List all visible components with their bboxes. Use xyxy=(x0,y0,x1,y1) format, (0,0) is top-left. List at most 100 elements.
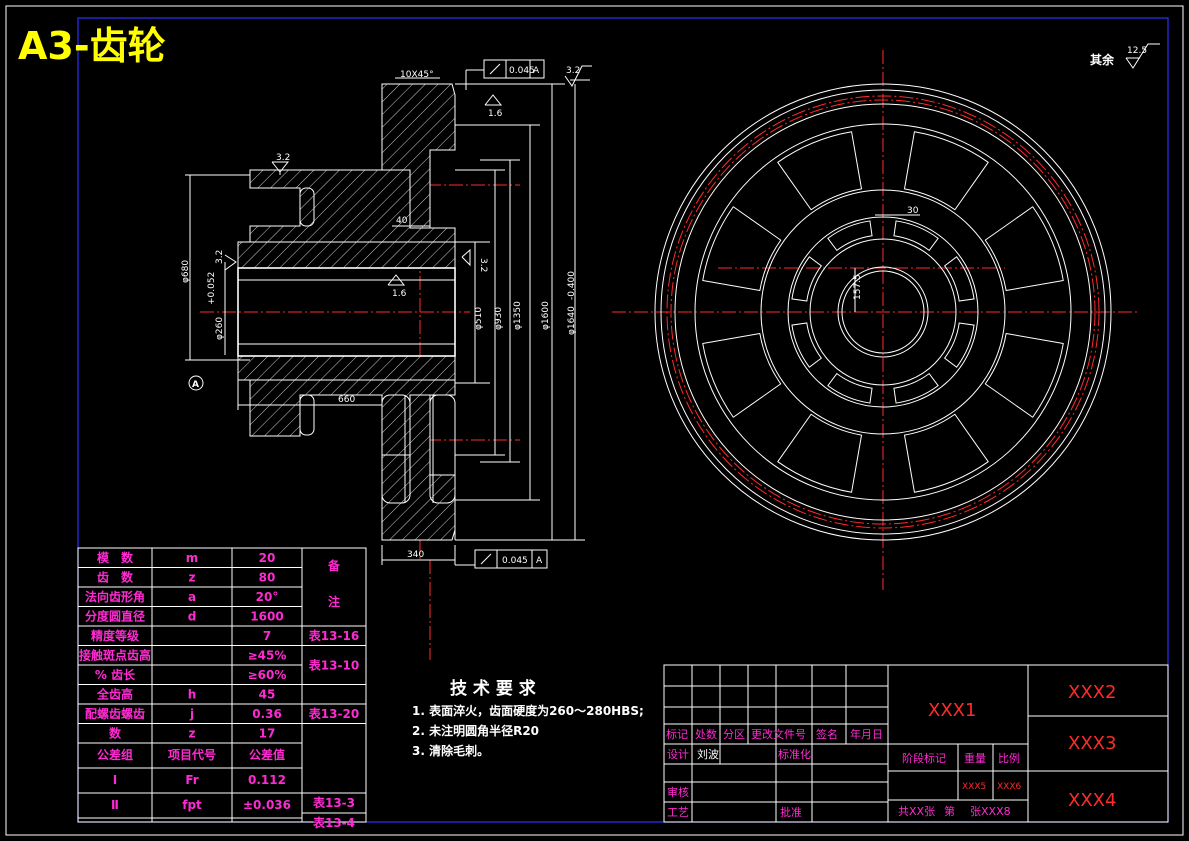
param-cell: Ⅱ xyxy=(111,798,119,812)
param-cell: 数 xyxy=(109,726,122,741)
tb-design: 设计 xyxy=(667,748,689,761)
rough-top-value: 3.2 xyxy=(566,66,580,76)
spoke-hole xyxy=(903,131,989,211)
param-cell: 配螺齿螺齿 xyxy=(85,706,145,721)
roughness-symbol-icon xyxy=(1125,43,1160,69)
param-cell: 公差组 xyxy=(97,747,133,762)
param-note: 表13-16 xyxy=(308,628,359,643)
dim-phi1350: φ1350 xyxy=(513,301,523,330)
dim-phi1640: φ1640 xyxy=(567,306,577,335)
tb-h-0: 标记 xyxy=(666,727,688,741)
tb-sheet-total: 共XX张 xyxy=(898,805,935,818)
tb-stage: 阶段标记 xyxy=(902,751,946,765)
tb-x1: XXX1 xyxy=(928,700,976,721)
tb-x3: XXX3 xyxy=(1068,733,1116,754)
param-cell: 齿 数 xyxy=(97,570,134,585)
tb-sheet-no: 第 xyxy=(944,804,955,818)
dim-chamfer: 10X45° xyxy=(400,70,434,80)
tb-approve: 批准 xyxy=(780,805,802,819)
tb-h-2: 分区 xyxy=(723,728,745,741)
param-cell: 0.112 xyxy=(248,773,286,787)
param-cell: 精度等级 xyxy=(91,628,139,643)
inner-hole xyxy=(893,220,939,252)
spoke-hole xyxy=(777,413,863,493)
param-cell: % 齿长 xyxy=(95,667,136,682)
drawing-frame xyxy=(77,17,1169,823)
param-note: 备 xyxy=(327,558,341,573)
param-cell: d xyxy=(188,610,197,624)
tb-h-3: 更改文件号 xyxy=(751,727,806,741)
param-cell: 7 xyxy=(263,629,271,643)
spoke-holes xyxy=(702,131,1064,493)
param-note: 表13-20 xyxy=(308,706,359,721)
param-cell: 分度圆直径 xyxy=(85,609,145,624)
param-cell: z xyxy=(189,727,196,741)
param-cell: 接触斑点齿高 xyxy=(79,648,151,663)
tb-h-1: 处数 xyxy=(695,728,717,741)
inner-hole xyxy=(791,322,823,368)
dim-30: 30 xyxy=(907,206,919,216)
spoke-hole xyxy=(777,131,863,211)
inner-hole xyxy=(943,322,975,368)
tb-x6: XXX6 xyxy=(997,782,1021,792)
tb-h-4: 签名 xyxy=(816,727,838,741)
param-note: 表13-4 xyxy=(312,815,355,830)
section-view: φ680 A φ260 +0.052 3.2 660 40 3.2 1.6 1.… xyxy=(181,59,592,660)
param-cell: 17 xyxy=(259,727,276,741)
dim-157: 157.5 xyxy=(853,274,863,300)
dim-phi930: φ930 xyxy=(494,307,504,330)
rough-hub-value: 3.2 xyxy=(276,153,290,163)
tech-heading: 技 术 要 求 xyxy=(450,678,536,699)
inner-holes xyxy=(791,220,975,404)
tech-item-1: 1. 表面淬火，齿面硬度为260～280HBS; xyxy=(412,703,644,718)
param-cell: m xyxy=(186,551,199,565)
param-cell: ≥45% xyxy=(248,649,287,663)
param-cell: 80 xyxy=(259,571,276,585)
roughness-note-value: 12.5 xyxy=(1127,46,1147,56)
param-cell: 1600 xyxy=(250,610,283,624)
spoke-hole xyxy=(702,206,782,292)
tol-frame-1-value: 0.045 xyxy=(509,66,535,76)
inner-hole xyxy=(791,256,823,302)
dim-40: 40 xyxy=(396,216,408,226)
param-cell: j xyxy=(189,707,194,721)
dim-phi680: φ680 xyxy=(181,260,191,283)
front-view: 157.5 30 xyxy=(612,50,1138,590)
param-cell: ≥60% xyxy=(248,668,287,682)
dim-660: 660 xyxy=(338,395,355,405)
param-cell: Ⅰ xyxy=(113,773,117,787)
rough-left-value: 3.2 xyxy=(215,250,225,264)
spoke-hole xyxy=(984,332,1064,418)
param-note: 注 xyxy=(328,594,340,609)
param-cell: 项目代号 xyxy=(168,747,216,762)
tb-x5: XXX5 xyxy=(962,782,986,792)
rough-bore-value: 3.2 xyxy=(478,258,488,272)
tb-process: 工艺 xyxy=(667,806,689,819)
param-cell: ±0.036 xyxy=(243,798,291,812)
dim-340: 340 xyxy=(407,550,424,560)
tb-x2: XXX2 xyxy=(1068,682,1116,703)
inner-hole xyxy=(943,256,975,302)
param-cell: 20° xyxy=(256,590,279,604)
tb-x4: XXX4 xyxy=(1068,790,1116,811)
param-note: 表13-10 xyxy=(308,658,359,673)
param-cell: 模 数 xyxy=(97,550,134,565)
tb-designer: 刘波 xyxy=(697,748,719,761)
param-cell: 全齿高 xyxy=(96,687,133,702)
tb-review: 审核 xyxy=(667,785,689,799)
inner-hole xyxy=(827,220,873,252)
param-cell: z xyxy=(189,571,196,585)
rough-16a-value: 1.6 xyxy=(488,109,503,119)
param-cell: Fr xyxy=(185,773,198,787)
tol-frame-2-value: 0.045 xyxy=(502,556,528,566)
tb-standard: 标准化 xyxy=(778,747,811,761)
dim-phi260-tol: +0.052 xyxy=(207,272,217,305)
param-cell: fpt xyxy=(182,798,202,812)
roughness-note-prefix: 其余 xyxy=(1090,52,1115,67)
tol-frame-1-datum: A xyxy=(533,66,540,76)
param-cell: a xyxy=(188,590,196,604)
dim-phi1600: φ1600 xyxy=(541,301,551,330)
inner-hole xyxy=(893,372,939,404)
